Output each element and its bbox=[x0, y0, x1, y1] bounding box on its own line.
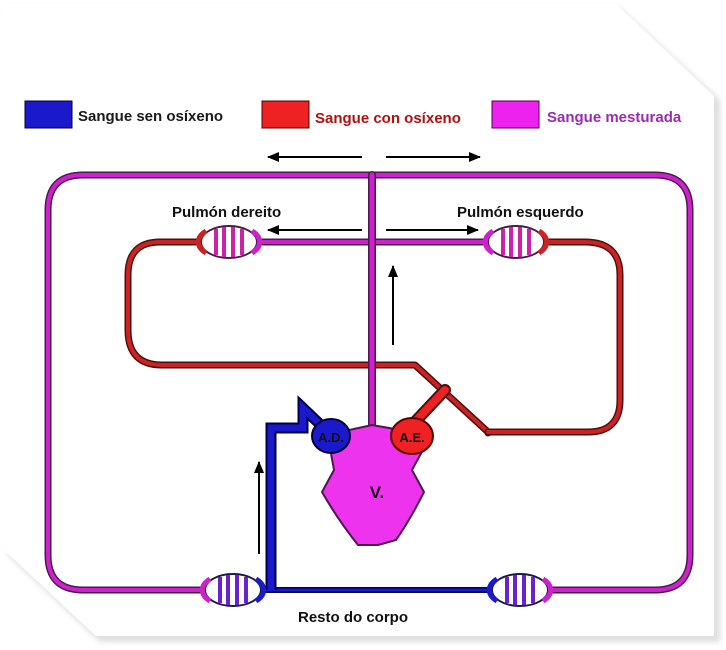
left-atrium bbox=[390, 417, 434, 455]
legend-swatch-mixed bbox=[491, 100, 540, 129]
legend-swatch-oxygenated bbox=[261, 100, 310, 129]
right-lung-label: Pulmón dereito bbox=[172, 204, 281, 221]
rest-of-body-label: Resto do corpo bbox=[298, 609, 408, 626]
legend-swatch-deoxygenated bbox=[24, 100, 73, 129]
legend-label-deoxygenated: Sangue sen osíxeno bbox=[78, 108, 223, 125]
venous-return bbox=[262, 395, 492, 593]
ventricle-label: V. bbox=[370, 483, 385, 502]
capillary-bed-body-left bbox=[199, 573, 267, 607]
flow-arrows bbox=[254, 152, 481, 554]
heart: A.D. A.E. V. bbox=[311, 417, 434, 546]
pulmonary-artery bbox=[254, 171, 492, 429]
legend-label-mixed: Sangue mesturada bbox=[547, 109, 682, 126]
capillary-bed-body-right bbox=[486, 573, 554, 607]
capillary-bed-right-lung bbox=[482, 225, 550, 259]
right-atrium bbox=[311, 418, 351, 454]
right-atrium-label: A.D. bbox=[318, 430, 344, 445]
legend: Sangue sen osíxeno Sangue con osíxeno Sa… bbox=[24, 100, 682, 129]
legend-label-oxygenated: Sangue con osíxeno bbox=[315, 110, 461, 127]
left-atrium-label: A.E. bbox=[399, 430, 424, 445]
capillary-bed-left-lung bbox=[195, 225, 263, 259]
systemic-loop bbox=[44, 171, 694, 594]
card-background bbox=[4, 4, 720, 642]
left-lung-label: Pulmón esquerdo bbox=[457, 204, 584, 221]
